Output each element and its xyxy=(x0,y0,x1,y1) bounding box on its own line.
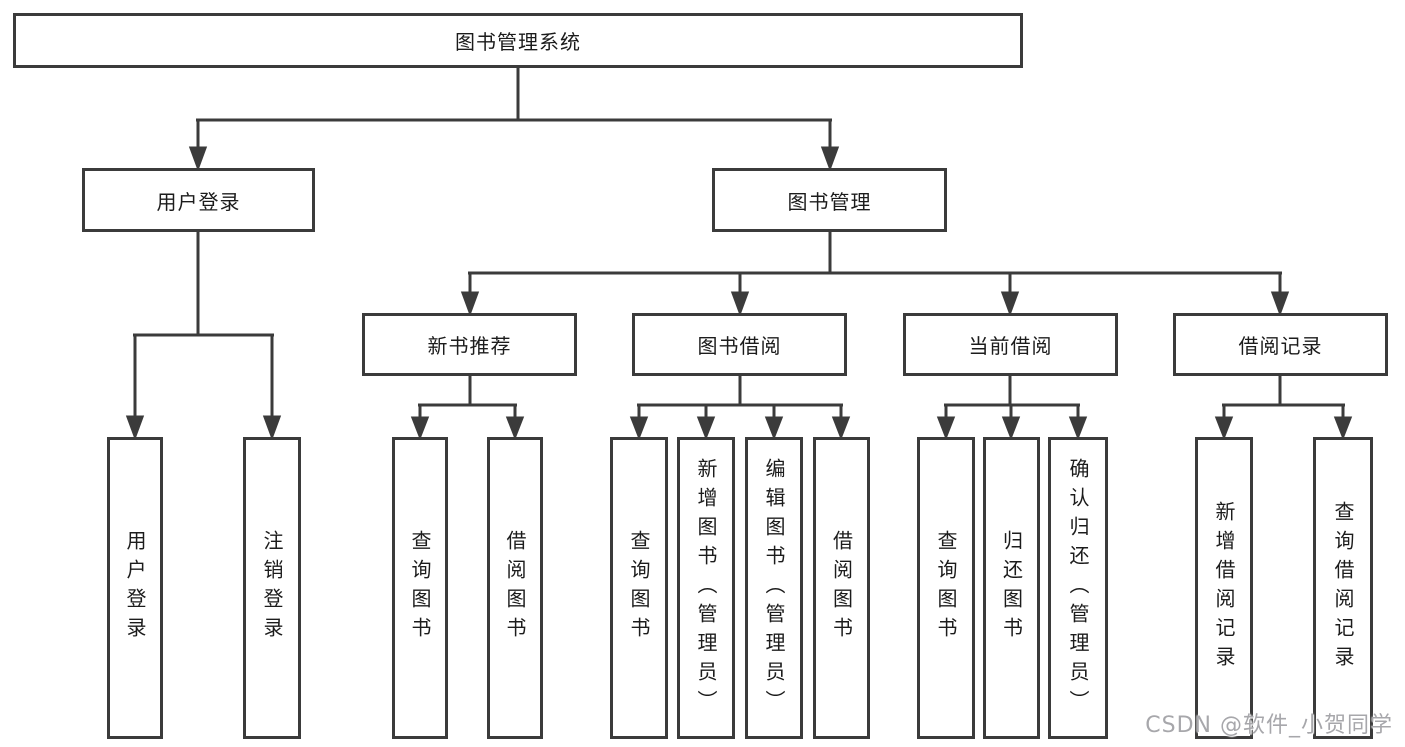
node-new-book-recommend: 新书推荐 xyxy=(362,313,577,376)
node-label: 借阅图书 xyxy=(503,530,527,646)
leaf-return-books: 归还图书 xyxy=(983,437,1040,739)
edge-current-children xyxy=(936,376,1088,441)
edge-newbook-children xyxy=(410,376,525,441)
leaf-user-login: 用户登录 xyxy=(107,437,163,739)
leaf-borrow-books-newbook: 借阅图书 xyxy=(487,437,543,739)
leaf-borrow-books: 借阅图书 xyxy=(813,437,870,739)
node-current-borrowing: 当前借阅 xyxy=(903,313,1118,376)
leaf-query-books-borrow: 查询图书 xyxy=(610,437,668,739)
edge-record-children xyxy=(1214,376,1353,441)
node-library-management-system: 图书管理系统 xyxy=(13,13,1023,68)
edge-mgmt-children xyxy=(460,232,1290,317)
node-label: 新增图书（管理员） xyxy=(694,457,718,719)
node-label: 用户登录 xyxy=(156,189,241,214)
leaf-confirm-return-admin: 确认归还（管理员） xyxy=(1048,437,1108,739)
node-label: 查询图书 xyxy=(627,530,651,646)
node-label: 查询图书 xyxy=(934,530,958,646)
node-book-borrowing: 图书借阅 xyxy=(632,313,847,376)
node-borrowing-records: 借阅记录 xyxy=(1173,313,1388,376)
csdn-watermark: CSDN @软件_小贺同学 xyxy=(1145,713,1393,738)
node-label: 当前借阅 xyxy=(968,334,1053,358)
node-label: 查询图书 xyxy=(408,530,432,646)
node-label: 图书管理系统 xyxy=(455,30,581,54)
node-label: 查询借阅记录 xyxy=(1331,501,1355,675)
node-label: 编辑图书（管理员） xyxy=(762,457,786,719)
leaf-add-borrow-record: 新增借阅记录 xyxy=(1195,437,1253,739)
node-book-management: 图书管理 xyxy=(712,168,947,232)
node-label: 归还图书 xyxy=(999,530,1024,646)
node-label: 借阅记录 xyxy=(1238,334,1323,358)
node-label: 借阅图书 xyxy=(829,530,854,646)
leaf-query-books-newbook: 查询图书 xyxy=(392,437,448,739)
leaf-logout: 注销登录 xyxy=(243,437,301,739)
edge-borrow-children xyxy=(629,376,851,441)
node-label: 确认归还（管理员） xyxy=(1066,457,1090,719)
node-label: 注销登录 xyxy=(260,530,284,646)
edge-root-to-level2 xyxy=(188,68,840,172)
node-label: 图书借阅 xyxy=(697,334,782,358)
node-label: 用户登录 xyxy=(123,530,147,646)
edge-login-children xyxy=(125,232,282,441)
leaf-query-books-current: 查询图书 xyxy=(917,437,975,739)
node-label: 新增借阅记录 xyxy=(1212,501,1236,675)
node-label: 新书推荐 xyxy=(427,334,512,358)
leaf-edit-books-admin: 编辑图书（管理员） xyxy=(745,437,803,739)
leaf-add-books-admin: 新增图书（管理员） xyxy=(677,437,735,739)
node-label: 图书管理 xyxy=(787,189,872,214)
leaf-query-borrow-record: 查询借阅记录 xyxy=(1313,437,1373,739)
node-user-login: 用户登录 xyxy=(82,168,315,232)
